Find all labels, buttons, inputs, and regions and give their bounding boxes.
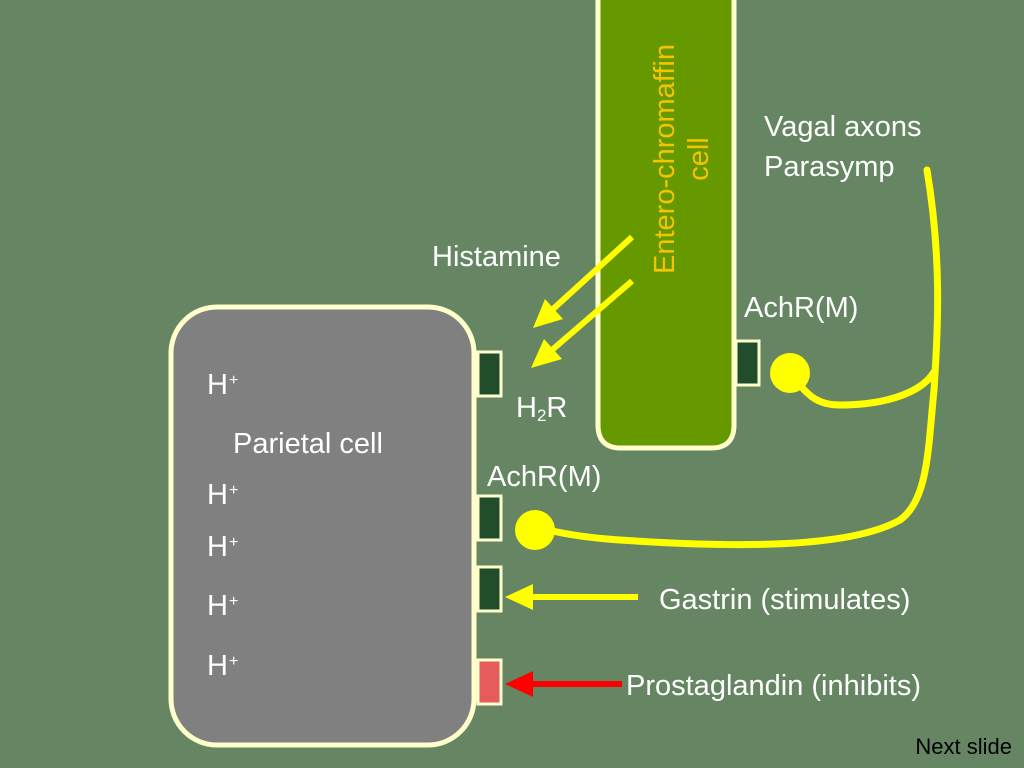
parasymp-label: Parasymp [764, 151, 895, 183]
proton-label: H+ [207, 481, 238, 510]
proton-base: H [207, 369, 228, 401]
gastrin-receptor [476, 565, 503, 613]
vagal-axon-branch [796, 368, 938, 409]
vagal-axons-label: Vagal axons [764, 111, 922, 143]
ec-cell-label-line1: Entero-chromaffin [649, 44, 681, 274]
achr-receptor-ec [734, 339, 761, 387]
proton-charge: + [228, 593, 239, 610]
vagal-terminal-parietal [515, 510, 555, 550]
vagal-terminal-ec [770, 353, 810, 393]
proton-label: H+ [207, 592, 238, 621]
prostaglandin-arrowhead [505, 671, 533, 697]
ec-cell-label: Entero-chromaffin cell [617, 28, 747, 290]
proton-base: H [207, 650, 228, 682]
gastrin-arrowhead [505, 584, 533, 610]
prostaglandin-label: Prostaglandin (inhibits) [626, 670, 921, 702]
h2r-sub: 2 [536, 406, 547, 425]
histamine-arrow-1 [549, 234, 635, 313]
prostaglandin-receptor [476, 658, 503, 706]
ec-cell-label-line2: cell [683, 137, 715, 181]
proton-base: H [207, 479, 228, 511]
achr-receptor-parietal [476, 494, 503, 542]
parietal-cell-label: Parietal cell [233, 428, 383, 460]
histamine-label: Histamine [432, 241, 561, 273]
achr-ec-label: AchR(M) [744, 292, 859, 324]
proton-charge: + [228, 653, 239, 670]
h2r-label: H2R [516, 392, 568, 425]
proton-label: H+ [207, 652, 238, 681]
gastrin-label: Gastrin (stimulates) [659, 584, 911, 616]
proton-charge: + [228, 534, 239, 551]
proton-charge: + [228, 372, 239, 389]
vagal-axon [544, 166, 942, 549]
parietal-cell [168, 304, 477, 748]
histamine-arrowhead-2 [531, 339, 562, 368]
histamine-arrow-2 [550, 278, 634, 353]
proton-label: H+ [207, 533, 238, 562]
proton-base: H [207, 590, 228, 622]
h2-receptor [476, 350, 503, 398]
proton-label: H+ [207, 371, 238, 400]
achr-parietal-label: AchR(M) [487, 461, 602, 493]
proton-base: H [207, 531, 228, 563]
histamine-arrowhead-1 [533, 299, 563, 328]
proton-charge: + [228, 482, 239, 499]
h2r-base: H [516, 392, 537, 424]
h2r-rest: R [546, 392, 568, 424]
enterochromaffin-cell [595, 0, 737, 451]
next-slide-link[interactable]: Next slide [915, 734, 1012, 759]
